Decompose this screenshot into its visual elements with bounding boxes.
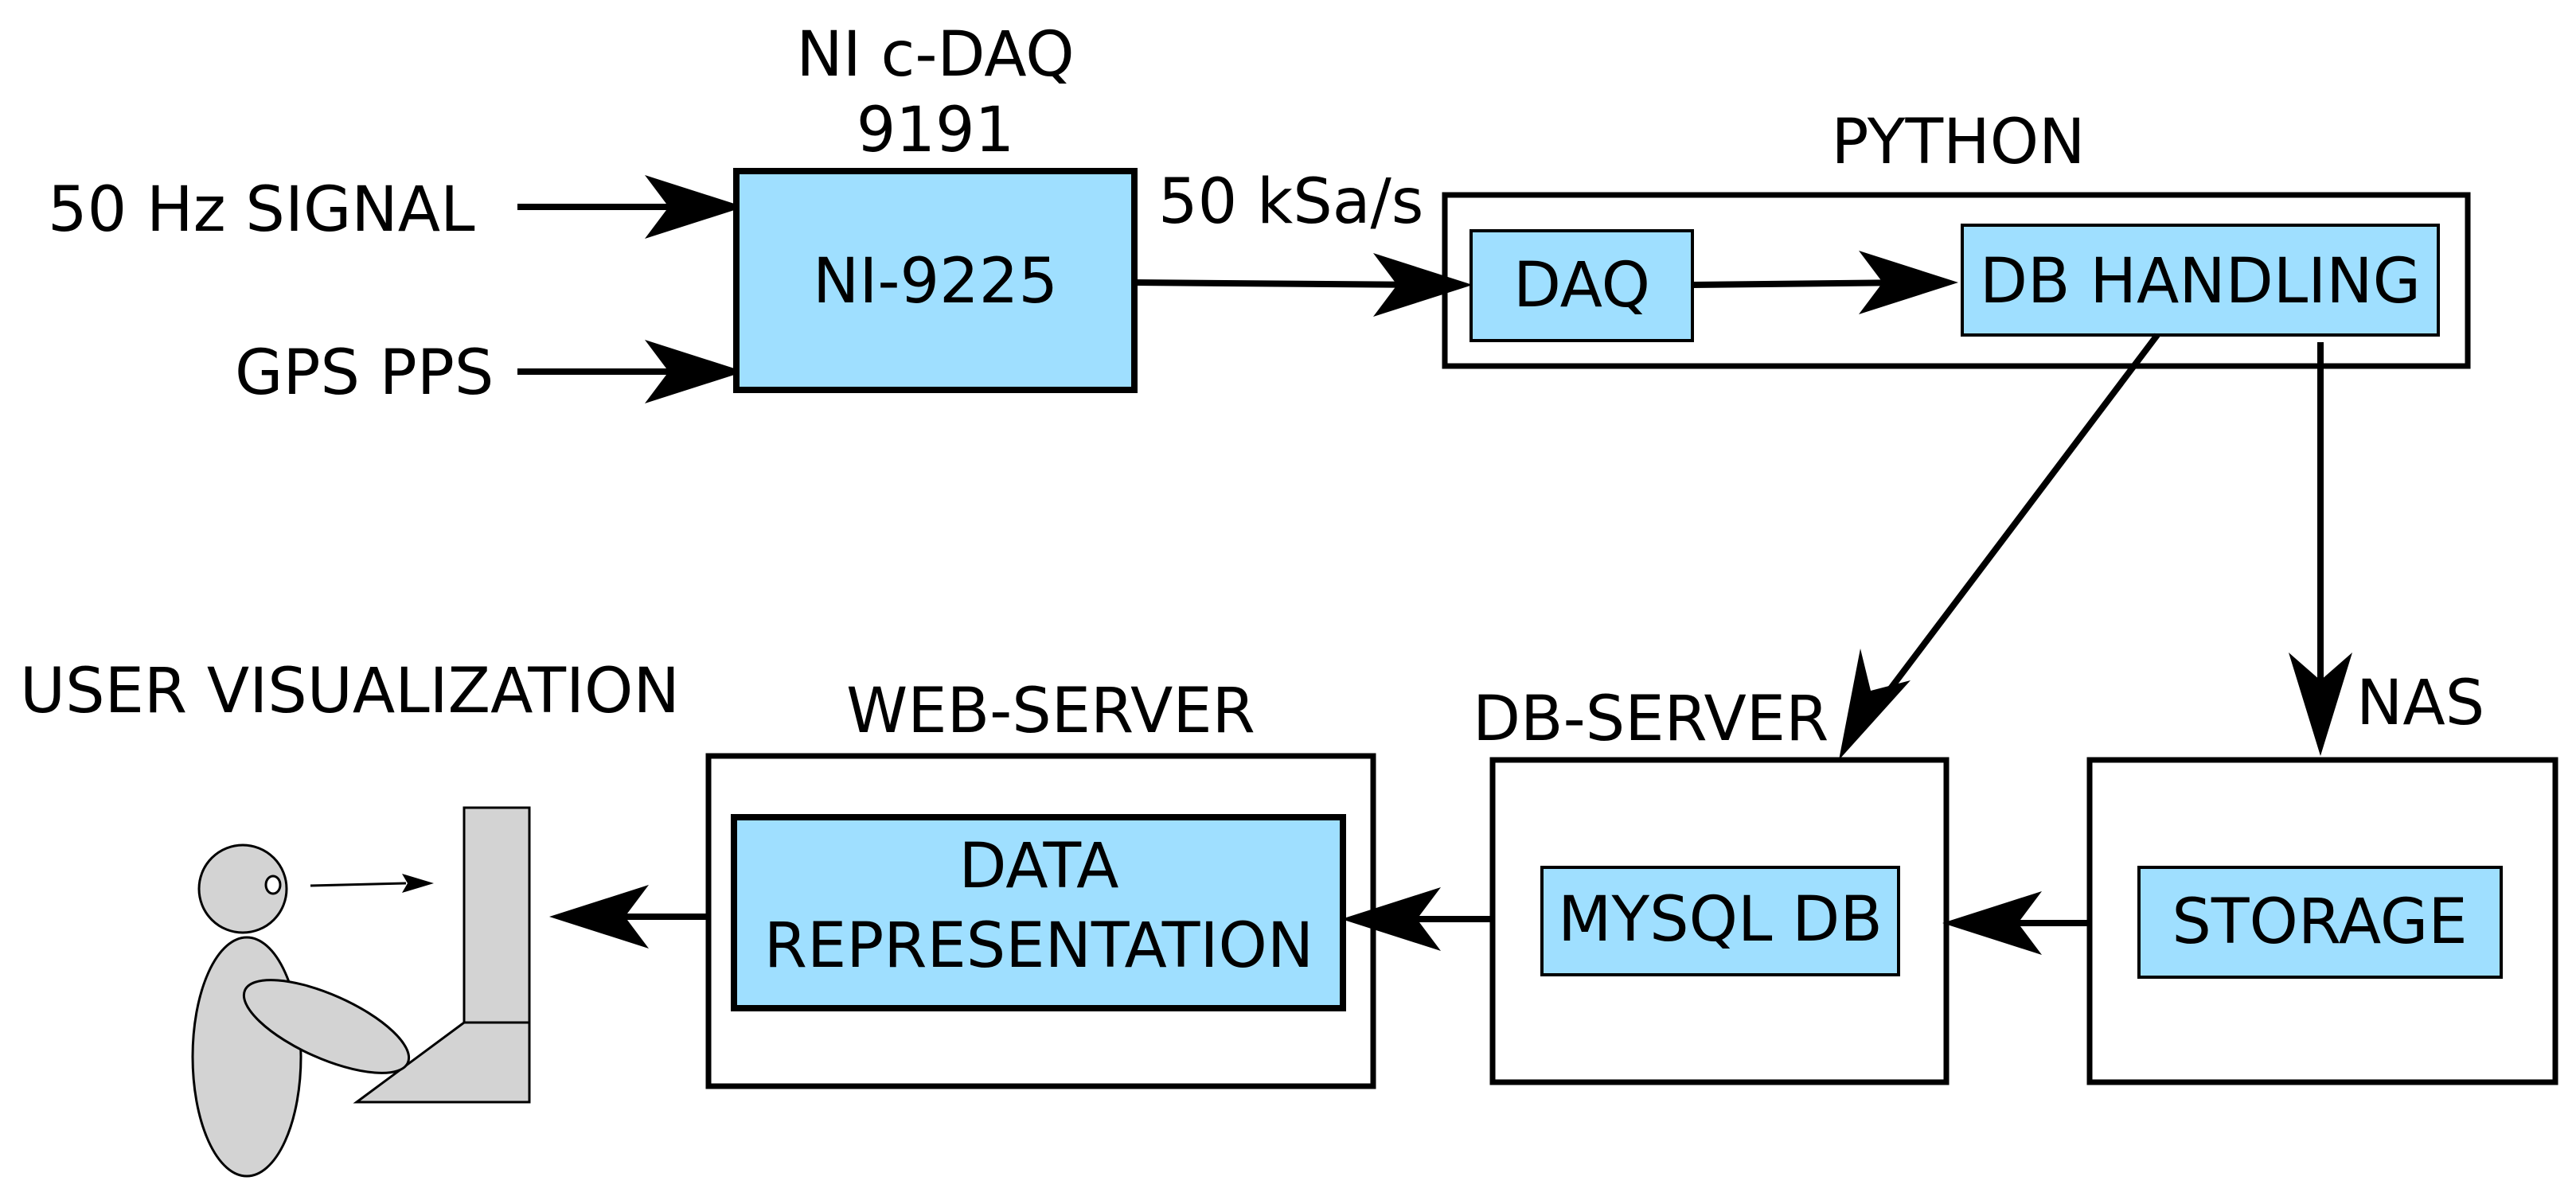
user-visualization-title: USER VISUALIZATION — [20, 656, 680, 727]
arrow-db-server-to-web-server — [1341, 887, 1493, 951]
db-handling-box — [1961, 224, 2440, 337]
nas-title: NAS — [2356, 668, 2484, 739]
input-signal-label: 50 Hz SIGNAL — [48, 174, 475, 246]
arrow-gps-to-daq — [517, 340, 744, 403]
storage-label: STORAGE — [2172, 886, 2467, 958]
arrow-db-handling-to-nas — [2289, 342, 2352, 756]
person-head — [197, 843, 288, 934]
arrow-daq-to-db-handling — [1692, 251, 1958, 314]
db-server-title: DB-SERVER — [1473, 684, 1829, 755]
person-arm — [242, 979, 411, 1074]
daq-unit-title-line2: 9191 — [857, 95, 1015, 166]
python-daq-box — [1469, 229, 1694, 342]
data-representation-line1: DATA — [959, 831, 1119, 902]
input-gps-label: GPS PPS — [235, 337, 494, 409]
mysql-box — [1540, 866, 1900, 976]
mysql-label: MYSQL DB — [1558, 884, 1883, 956]
daq-module-label: NI-9225 — [813, 246, 1058, 318]
monitor-icon — [463, 806, 531, 1024]
arrow-nas-to-db-server — [1942, 891, 2090, 955]
arrow-module-to-python-daq — [1134, 253, 1473, 317]
rate-label: 50 kSa/s — [1158, 166, 1423, 238]
data-representation-line2: REPRESENTATION — [764, 910, 1313, 982]
daq-unit-title-line1: NI c-DAQ — [796, 19, 1074, 91]
web-server-box — [705, 753, 1376, 1089]
arrow-signal-to-daq — [517, 175, 744, 239]
python-title: PYTHON — [1831, 107, 2085, 178]
user-person-icon — [191, 806, 531, 1178]
data-representation-box — [731, 814, 1346, 1011]
python-box — [1442, 192, 2471, 369]
arrow-db-handling-to-db-server — [1839, 333, 2160, 760]
person-body — [191, 936, 302, 1178]
arrow-web-server-to-user — [549, 885, 708, 949]
person-eye — [264, 875, 282, 895]
python-daq-label: DAQ — [1513, 250, 1650, 321]
daq-module-box — [733, 168, 1138, 393]
storage-box — [2137, 866, 2503, 979]
db-handling-label: DB HANDLING — [1980, 246, 2421, 318]
web-server-title: WEB-SERVER — [846, 676, 1255, 747]
keyboard-icon — [353, 1021, 531, 1104]
